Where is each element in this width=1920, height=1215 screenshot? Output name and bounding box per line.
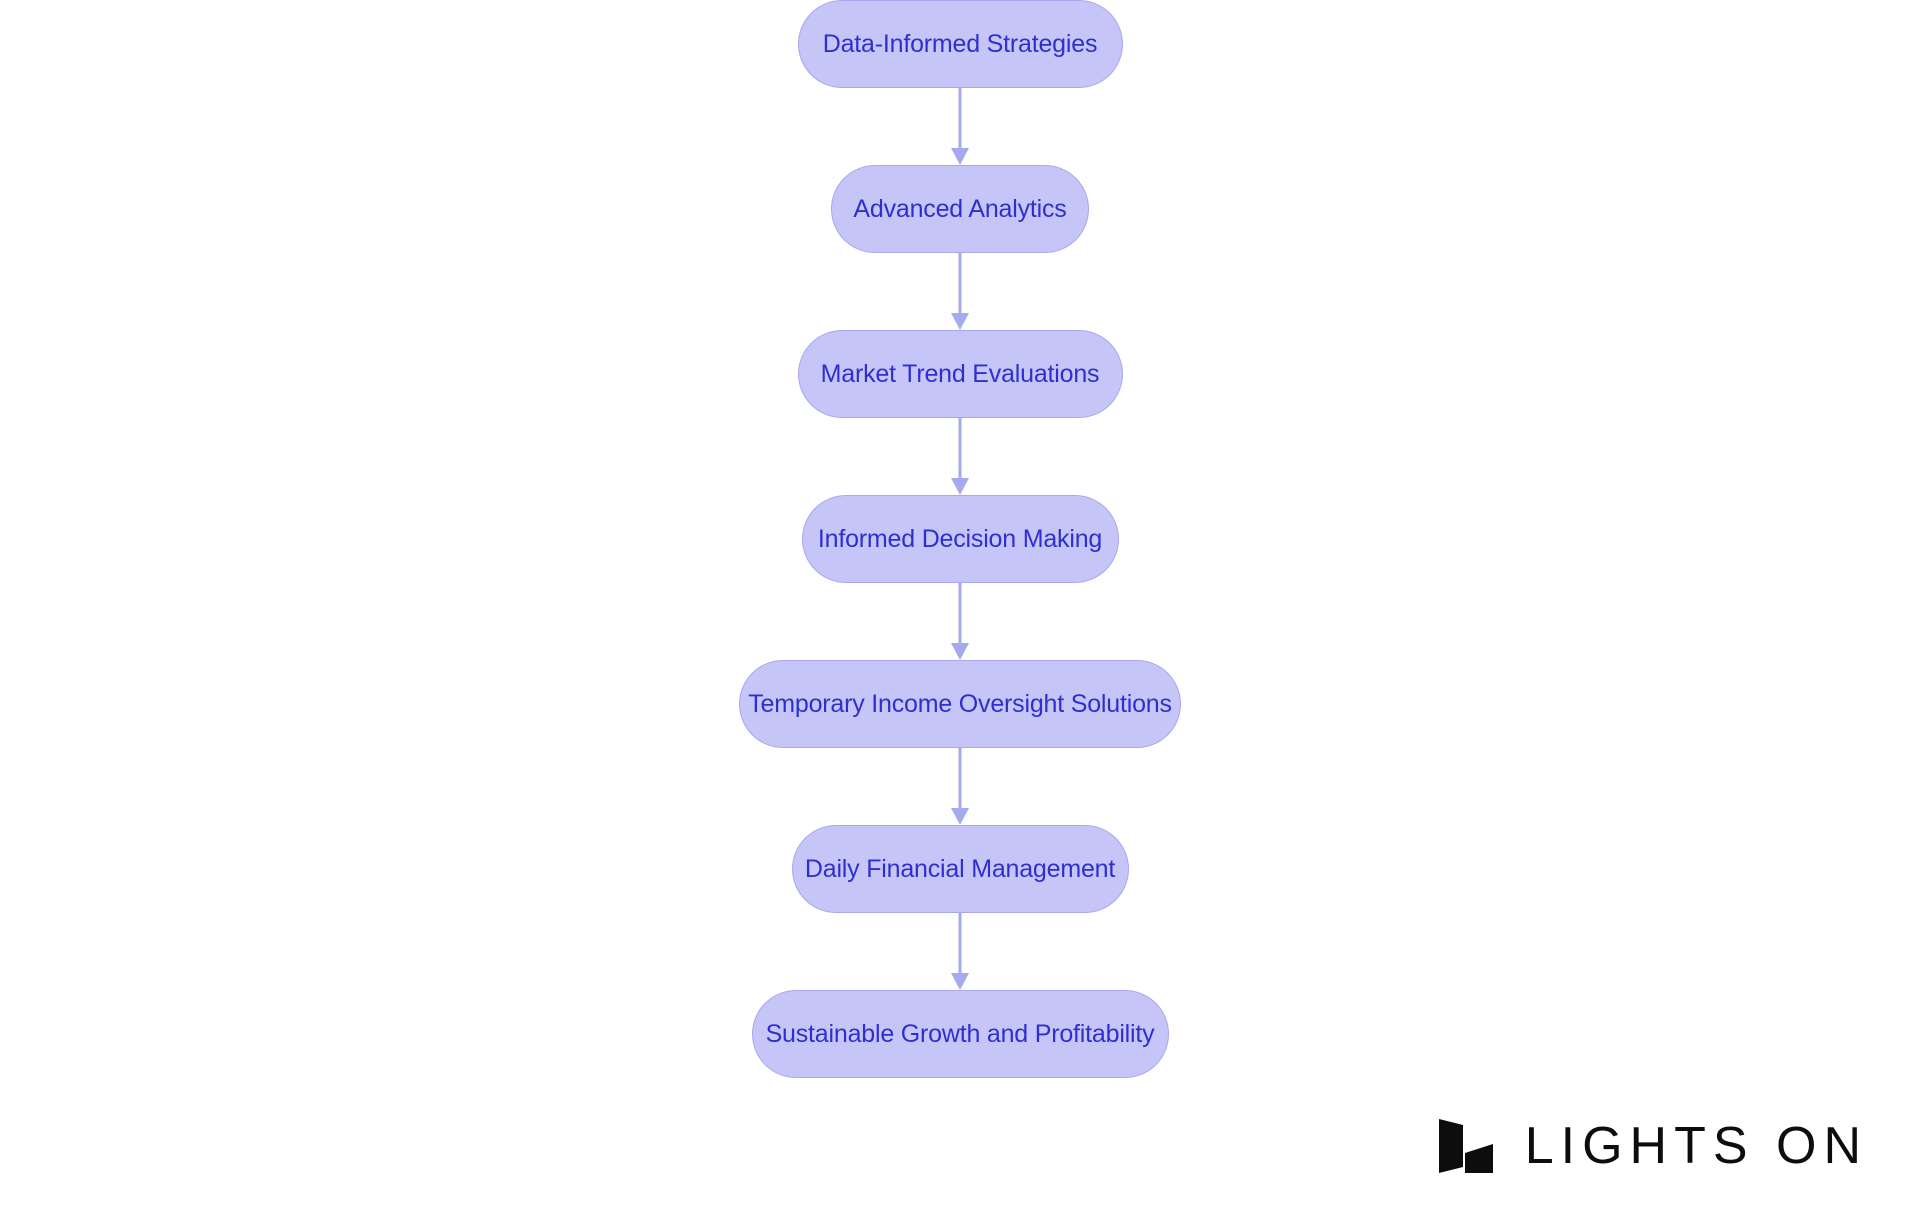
lights-on-mark-icon bbox=[1438, 1119, 1493, 1173]
flow-node-data-informed-strategies[interactable]: Data-Informed Strategies bbox=[797, 0, 1123, 88]
flow-node-label: Sustainable Growth and Profitability bbox=[765, 1019, 1155, 1048]
arrow-stem bbox=[958, 88, 962, 150]
flow-arrow-4-to-5 bbox=[948, 583, 972, 660]
arrow-head-icon bbox=[951, 973, 969, 990]
arrow-head-icon bbox=[951, 643, 969, 660]
flow-node-daily-financial-management[interactable]: Daily Financial Management bbox=[791, 825, 1129, 913]
flow-node-market-trend-evaluations[interactable]: Market Trend Evaluations bbox=[797, 330, 1123, 418]
flow-arrow-5-to-6 bbox=[948, 748, 972, 825]
arrow-head-icon bbox=[951, 808, 969, 825]
flow-row-5: Temporary Income Oversight Solutions bbox=[0, 660, 1920, 748]
brand-logo: LIGHTS ON bbox=[1437, 1115, 1868, 1177]
flow-node-label: Daily Financial Management bbox=[804, 854, 1116, 883]
flowchart: Data-Informed Strategies Advanced Analyt… bbox=[0, 0, 1920, 1078]
flow-node-informed-decision-making[interactable]: Informed Decision Making bbox=[801, 495, 1119, 583]
flow-row-1: Data-Informed Strategies bbox=[0, 0, 1920, 88]
arrow-stem bbox=[958, 418, 962, 480]
arrow-head-icon bbox=[951, 313, 969, 330]
flow-node-label: Advanced Analytics bbox=[853, 194, 1067, 223]
arrow-head-icon bbox=[951, 148, 969, 165]
arrow-head-icon bbox=[951, 478, 969, 495]
flow-arrow-1-to-2 bbox=[948, 88, 972, 165]
flow-node-label: Temporary Income Oversight Solutions bbox=[748, 689, 1172, 718]
flow-arrow-6-to-7 bbox=[948, 913, 972, 990]
flow-row-3: Market Trend Evaluations bbox=[0, 330, 1920, 418]
arrow-stem bbox=[958, 748, 962, 810]
arrow-stem bbox=[958, 583, 962, 645]
arrow-stem bbox=[958, 253, 962, 315]
flow-node-label: Data-Informed Strategies bbox=[822, 29, 1098, 58]
flow-row-4: Informed Decision Making bbox=[0, 495, 1920, 583]
flow-arrow-3-to-4 bbox=[948, 418, 972, 495]
brand-logo-text: LIGHTS ON bbox=[1524, 1117, 1868, 1175]
arrow-stem bbox=[958, 913, 962, 975]
flow-node-temporary-income-oversight-solutions[interactable]: Temporary Income Oversight Solutions bbox=[739, 660, 1181, 748]
flow-node-advanced-analytics[interactable]: Advanced Analytics bbox=[831, 165, 1089, 253]
flow-row-6: Daily Financial Management bbox=[0, 825, 1920, 913]
flow-arrow-2-to-3 bbox=[948, 253, 972, 330]
flow-node-label: Market Trend Evaluations bbox=[820, 359, 1100, 388]
flow-node-sustainable-growth-and-profitability[interactable]: Sustainable Growth and Profitability bbox=[751, 990, 1169, 1078]
flow-row-2: Advanced Analytics bbox=[0, 165, 1920, 253]
flow-row-7: Sustainable Growth and Profitability bbox=[0, 990, 1920, 1078]
flow-node-label: Informed Decision Making bbox=[817, 524, 1103, 553]
